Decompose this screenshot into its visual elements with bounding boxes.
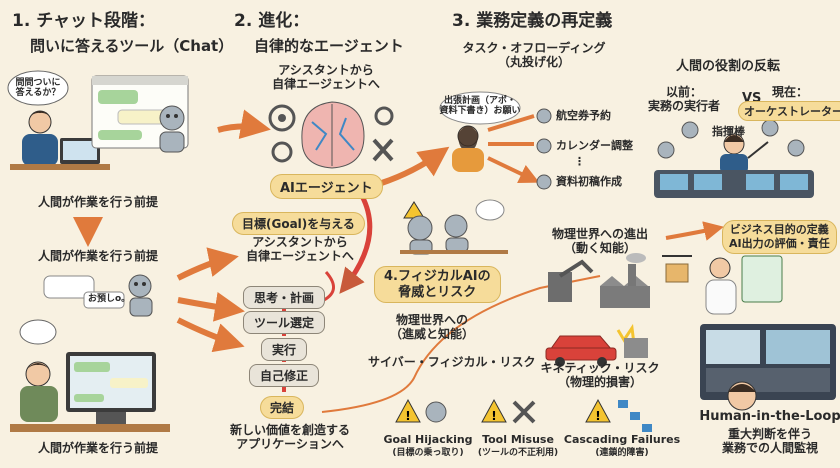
agent-to-loop-arrow: [339, 194, 373, 294]
section1-subtitle: 問いに答えるツール（Chat）: [30, 37, 234, 55]
risk-goal-hijacking: Goal Hijacking: [383, 433, 473, 446]
kinetic-risk-illustration: [545, 323, 648, 367]
risk-tool-misuse: Tool Misuse: [482, 433, 554, 446]
section2-title: 2. 進化：: [234, 11, 310, 31]
section3-subtitle: タスク・オフローディング （丸投げ化）: [462, 41, 606, 69]
premise-bottom: 人間が作業を行う前提: [37, 441, 159, 455]
step-execute: 実行: [260, 338, 308, 361]
ai-agent-label: AIエージェント: [270, 174, 383, 199]
risk-cascading-failures: Cascading Failures: [563, 433, 681, 446]
baton-label: 指揮棒: [712, 125, 745, 138]
step-think-plan: 思考・計画: [242, 286, 326, 309]
role-reversal-title: 人間の役割の反転: [675, 59, 781, 74]
warning-icons: ! ! !: [395, 398, 652, 432]
section2-subtitle: 自律的なエージェント: [254, 37, 404, 55]
task-offload-illustration: [439, 91, 552, 189]
section4-desc: 物理世界への （進威と知能）: [389, 313, 475, 341]
now-label: 現在：: [771, 85, 809, 99]
factory-illustration: [548, 221, 724, 308]
task-ellipsis: ⋮: [574, 155, 585, 168]
evolution-arrow: [217, 109, 271, 140]
orchestrator-illustration: [654, 119, 814, 198]
chat-scene-illustration: [7, 70, 189, 170]
agent-to-task-arrow: [371, 146, 450, 189]
svg-text:!: !: [405, 409, 410, 423]
hitl-title: Human-in-the-Loop: [699, 409, 840, 424]
orchestrator-label: オーケストレーター: [738, 101, 840, 121]
task-calendar: カレンダー調整: [556, 139, 633, 152]
human-in-the-loop-illustration: [700, 324, 836, 411]
threat-robots-illustration: [400, 199, 508, 255]
ai-brain-illustration: [268, 101, 394, 169]
svg-text:!: !: [491, 409, 496, 423]
hitl-desc: 重大判断を伴う 業務での人間監視: [721, 427, 819, 455]
section1-title: 1. チャット段階：: [12, 11, 156, 31]
kinetic-risk-label: キネティック・リスク （物理的損害）: [540, 361, 660, 389]
step-complete: 完結: [260, 396, 305, 419]
goal-label: 目標(Goal)を与える: [232, 212, 365, 235]
step-tool-select: ツール選定: [242, 311, 326, 334]
premise-mid: 人間が作業を行う前提: [37, 249, 159, 263]
business-purpose-label: ビジネス目的の定義 AI出力の評価・責任: [722, 220, 837, 254]
risk-goal-hijacking-desc: (目標の乗っ取り): [392, 448, 464, 458]
task-flight: 航空券予約: [556, 109, 611, 122]
cyber-physical-risk-label: サイバー・フィジカル・リスク: [368, 355, 536, 369]
before-role: 以前： 実務の実行者: [647, 85, 721, 113]
svg-text:!: !: [595, 409, 600, 423]
task-draft: 資料初稿作成: [556, 175, 622, 188]
offload-request-bubble: 出張計画（アポ・ 資料下書き）お願い: [439, 96, 521, 117]
section2-result: 新しい価値を創造する アプリケーションへ: [229, 423, 351, 451]
step-self-correct: 自己修正: [248, 364, 320, 387]
section2-desc: アシスタントから 自律エージェントへ: [272, 63, 380, 91]
risk-cascading-failures-desc: (連鎖的障害): [595, 448, 649, 458]
chat-question-bubble: 問問ついに答えるか？: [15, 78, 61, 99]
section4-title: 4.フィジカルAIの 脅威とリスク: [374, 266, 501, 304]
chat-reply-bubble: お預しo。: [88, 294, 131, 304]
section3-title: 3. 業務定義の再定義: [452, 11, 613, 31]
risk-tool-misuse-desc: (ツールの不正利用): [477, 448, 559, 458]
goal-desc: アシスタントから 自律エージェントへ: [246, 235, 354, 263]
chat-scene-2-illustration: [10, 274, 170, 432]
physical-world-label: 物理世界への進出 （動く知能）: [551, 227, 649, 255]
premise-top: 人間が作業を行う前提: [37, 195, 159, 209]
business-owner-illustration: [705, 255, 783, 315]
